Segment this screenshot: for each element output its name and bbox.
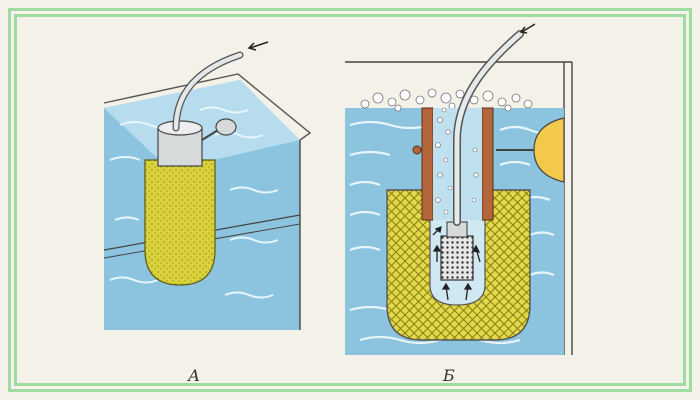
- panel-a: [103, 41, 312, 330]
- outer-frame: [8, 8, 692, 392]
- surface-bubbles: [360, 88, 533, 112]
- suction-cup: [215, 118, 237, 136]
- suction-arm: [201, 129, 219, 141]
- riser-knob: [412, 145, 422, 155]
- water-surface: [104, 80, 300, 170]
- riser-wall-right: [481, 107, 494, 221]
- air-tube-a: [173, 52, 243, 131]
- air-flow-arrow-b: [519, 23, 536, 34]
- panel-label-a: А: [188, 366, 201, 385]
- water-ripples: [109, 106, 279, 299]
- panel-b: [345, 23, 573, 355]
- riser-wall-left: [421, 107, 434, 221]
- air-tube-b: [454, 31, 523, 225]
- tank-top-edge: [103, 73, 312, 141]
- filter-cap-top: [157, 120, 203, 136]
- panel-label-b: Б: [443, 366, 455, 385]
- riser-bubbles: [435, 107, 479, 215]
- suction-cup-b: [533, 117, 565, 183]
- water-flow-arrows: [432, 225, 481, 301]
- air-diffuser: [440, 235, 474, 281]
- air-flow-arrow-a: [247, 41, 269, 51]
- sponge-filter: [144, 159, 216, 286]
